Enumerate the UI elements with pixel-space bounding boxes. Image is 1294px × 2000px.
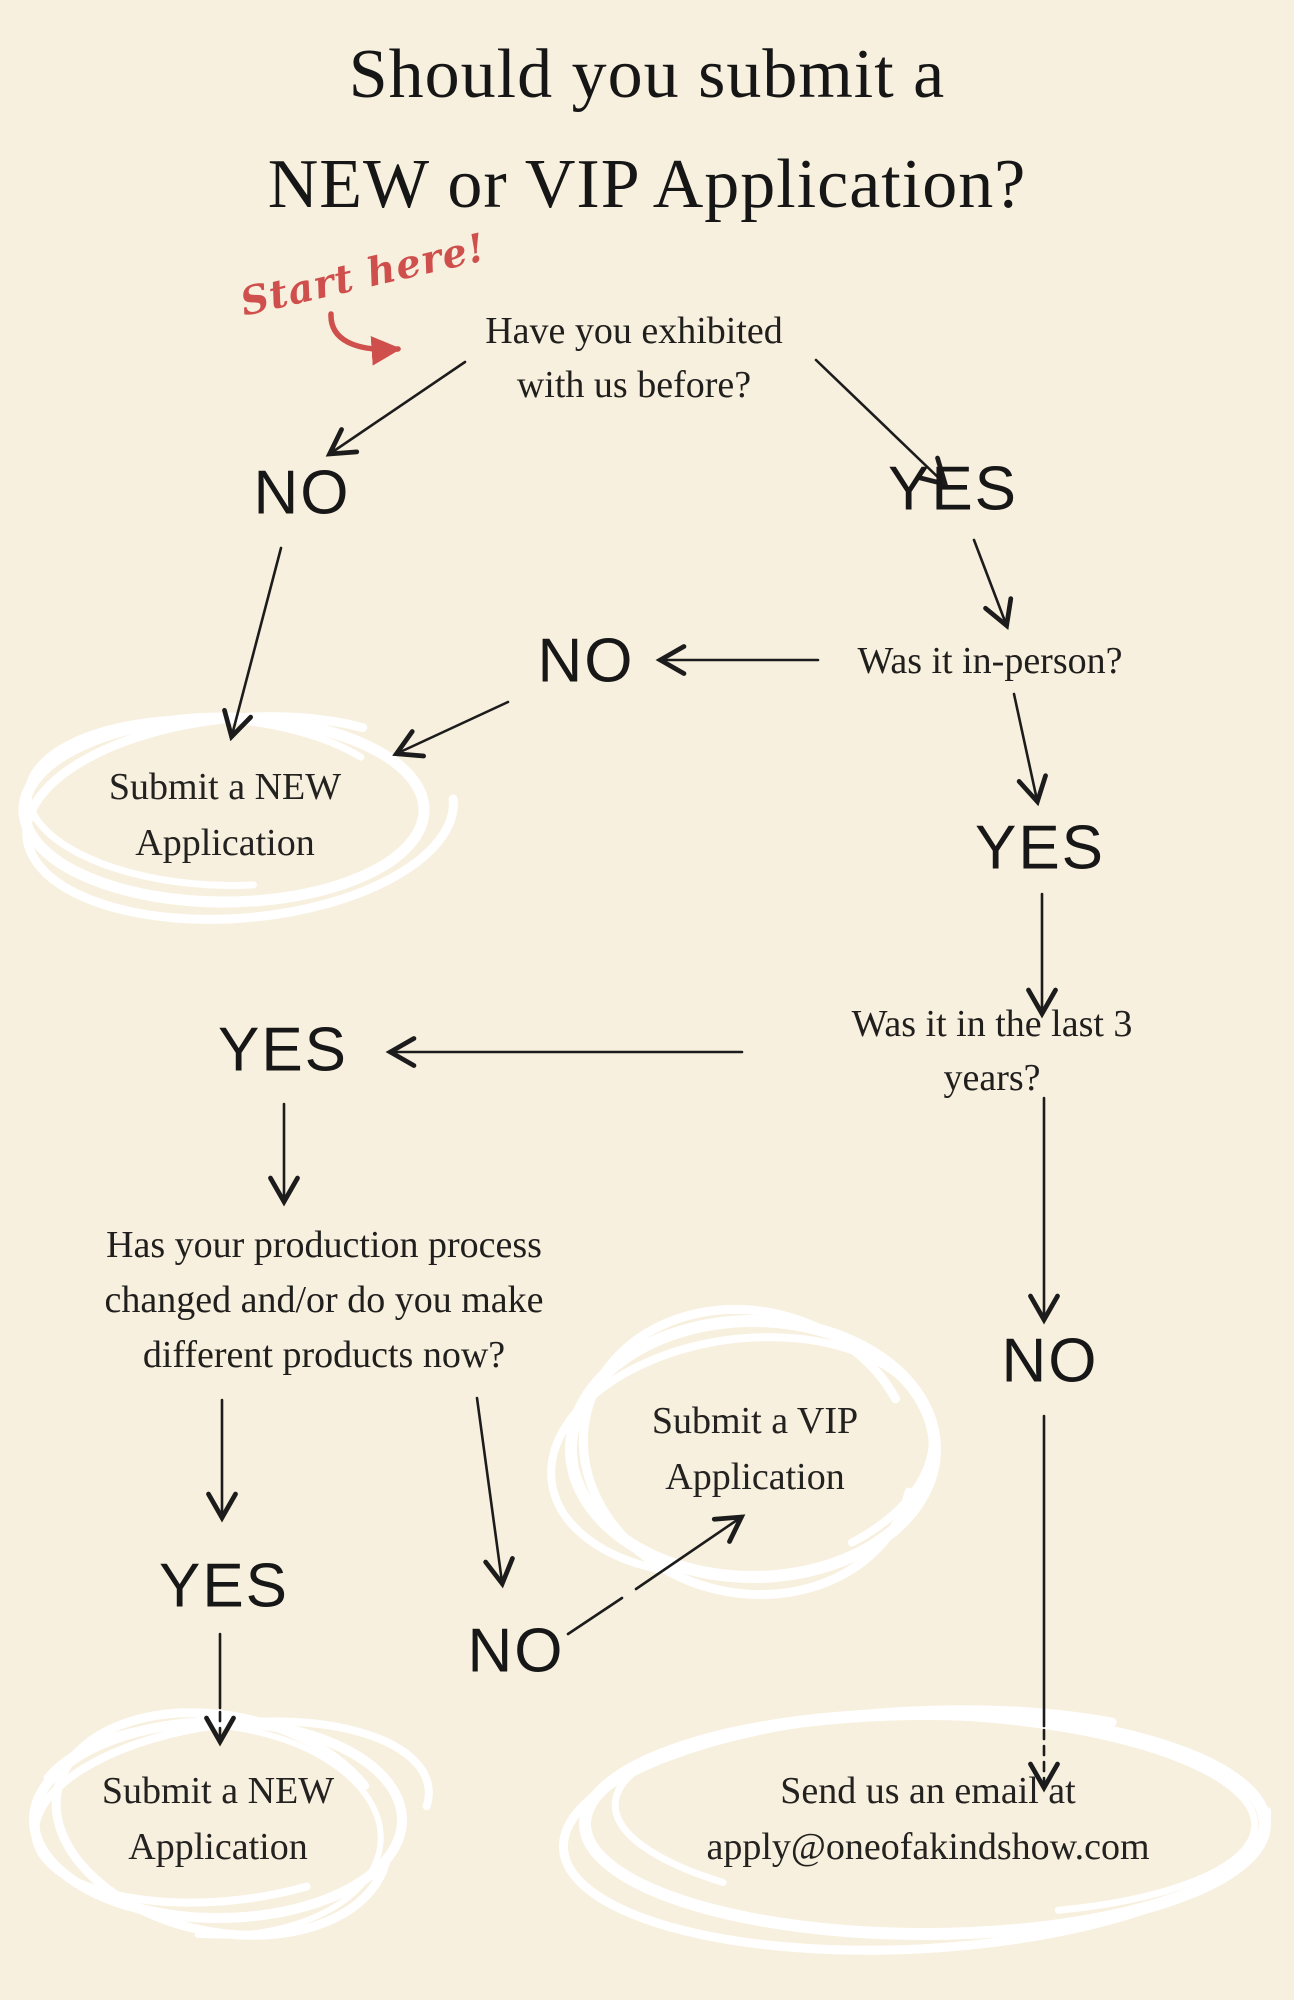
question-was-in-person: Was it in-person? [857, 640, 1123, 682]
question-exhibited-line-2: with us before? [516, 364, 752, 406]
answer-no-production: NO [467, 1616, 565, 1686]
connector-arrows [204, 358, 1060, 1793]
outcome-email-line-2: apply@oneofakindshow.com [706, 1826, 1150, 1868]
page-title: Should you submit a NEW or VIP Applicati… [0, 20, 1294, 240]
question-production-line-2: changed and/or do you make [104, 1279, 544, 1321]
arrow-no-in-person-to-new-app-top [392, 700, 510, 759]
question-production-line-1: Has your production process [106, 1224, 542, 1266]
outcome-new-app-top-line-1: Submit a NEW [108, 766, 342, 808]
arrow-no-to-new-app-top [222, 546, 283, 742]
question-exhibited-before: Have you exhibited with us before? [485, 304, 783, 412]
outcome-new-application-bottom: Submit a NEW Application [102, 1763, 334, 1875]
arrow-exhibited-to-yes [814, 358, 949, 488]
outcome-new-app-top-line-2: Application [135, 822, 315, 864]
scribble-circles [18, 712, 1272, 1955]
answer-yes-exhibited: YES [887, 454, 1019, 524]
answer-yes-last-3-years: YES [217, 1015, 349, 1085]
outcome-vip-application: Submit a VIP Application [652, 1393, 858, 1505]
question-last-3-years: Was it in the last 3 years? [851, 1003, 1133, 1099]
arrow-yes-to-in-person [972, 538, 1014, 631]
outcome-vip-line-1: Submit a VIP [651, 1400, 859, 1442]
start-here-arrow-icon [328, 311, 402, 366]
answer-no-in-person: NO [537, 626, 635, 696]
arrow-no-production-to-vip [566, 1514, 746, 1636]
answer-yes-in-person: YES [974, 813, 1106, 883]
scribble-circle-vip-app-icon [547, 1304, 941, 1600]
answer-yes-production: YES [158, 1551, 290, 1621]
question-production-changed: Has your production process changed and/… [105, 1218, 544, 1383]
question-production-line-3: different products now? [142, 1334, 506, 1376]
outcome-vip-line-2: Application [665, 1456, 845, 1498]
outcome-new-app-bottom-line-1: Submit a NEW [101, 1770, 335, 1812]
arrow-exhibited-to-no [325, 360, 467, 457]
title-line-1: Should you submit a [348, 36, 946, 113]
outcome-email-line-1: Send us an email at [780, 1770, 1076, 1812]
scribble-circle-email-icon [558, 1705, 1272, 1955]
title-line-2: NEW or VIP Application? [267, 146, 1027, 223]
answer-no-last-3-years: NO [1001, 1326, 1099, 1396]
outcome-new-app-bottom-line-2: Application [128, 1826, 308, 1868]
answer-no-exhibited: NO [253, 458, 351, 528]
arrow-production-to-no [475, 1396, 515, 1589]
outcome-new-application-top: Submit a NEW Application [109, 759, 341, 871]
outcome-email: Send us an email at apply@oneofakindshow… [706, 1763, 1149, 1875]
question-exhibited-line-1: Have you exhibited [485, 310, 783, 352]
arrow-in-person-to-yes [1012, 692, 1048, 807]
